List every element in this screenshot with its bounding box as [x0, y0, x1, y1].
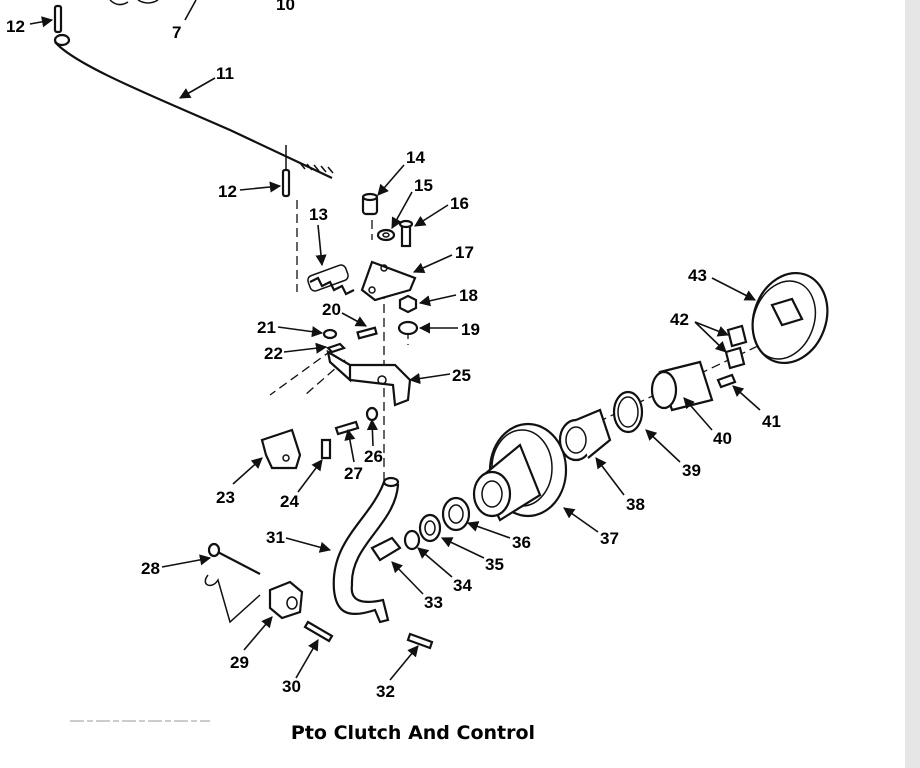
callout-12-lower: 12	[218, 182, 237, 201]
callout-38: 38	[626, 495, 645, 514]
callout-27: 27	[344, 464, 363, 483]
callout-41: 41	[762, 412, 781, 431]
callout-13: 13	[309, 205, 328, 224]
diagram-caption: Pto Clutch And Control	[290, 722, 536, 744]
callout-18: 18	[459, 286, 478, 305]
callout-39: 39	[682, 461, 701, 480]
callout-12-upper: 12	[6, 17, 25, 36]
callout-33: 33	[424, 593, 443, 612]
callout-20: 20	[322, 300, 341, 319]
callout-10: 10	[276, 0, 295, 14]
callout-7: 7	[172, 23, 181, 42]
control-rod	[54, 41, 333, 179]
callout-23: 23	[216, 488, 235, 507]
callout-labels: 7 10 11 12 12 13 14 15 16 17 18 19 20 21…	[6, 0, 781, 701]
scrollbar[interactable]	[905, 0, 920, 768]
callout-25: 25	[452, 366, 471, 385]
clutch-disk	[751, 271, 829, 365]
callout-11: 11	[216, 64, 234, 83]
callout-19: 19	[461, 320, 480, 339]
callout-17: 17	[455, 243, 474, 262]
callout-21: 21	[257, 318, 276, 337]
clutch-pulley	[472, 422, 568, 522]
callout-22: 22	[264, 344, 283, 363]
clutch-lever	[332, 480, 400, 624]
callout-14: 14	[406, 148, 425, 167]
leader-lines	[29, 16, 761, 681]
callout-43: 43	[688, 266, 707, 285]
callout-40: 40	[713, 429, 732, 448]
parts-drawing	[53, 0, 829, 650]
bracket	[343, 363, 412, 407]
callout-29: 29	[230, 653, 249, 672]
callout-28: 28	[141, 559, 160, 578]
callout-37: 37	[600, 529, 619, 548]
callout-32: 32	[376, 682, 395, 701]
pivot-plate	[360, 260, 417, 302]
callout-26: 26	[364, 447, 383, 466]
callout-30: 30	[282, 677, 301, 696]
callout-36: 36	[512, 533, 531, 552]
callout-16: 16	[450, 194, 469, 213]
callout-35: 35	[485, 555, 504, 574]
callout-31: 31	[266, 528, 285, 547]
callout-15: 15	[414, 176, 433, 195]
callout-42: 42	[670, 310, 689, 329]
callout-24: 24	[280, 492, 299, 511]
callout-34: 34	[453, 576, 472, 595]
